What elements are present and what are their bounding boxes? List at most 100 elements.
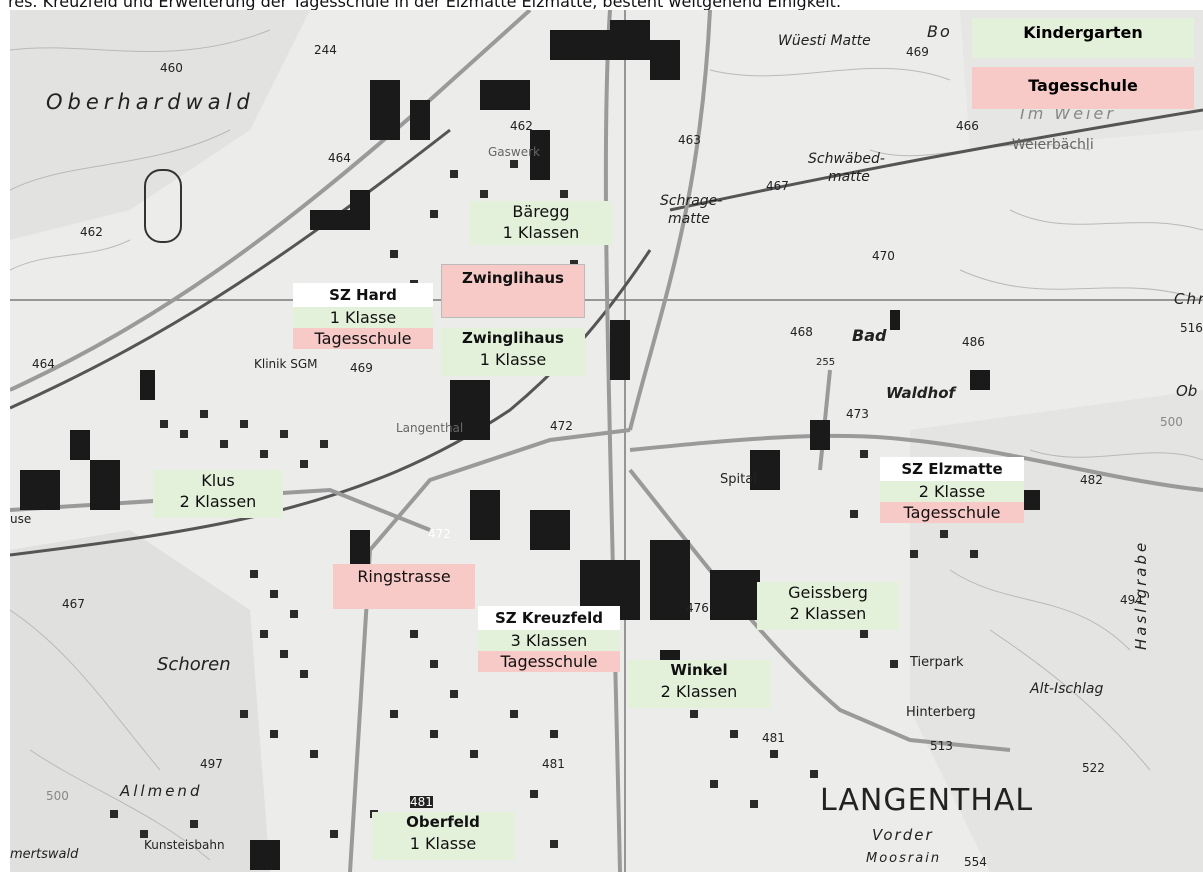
elevation-label: 554 [964,855,987,869]
tagesschule-tag: Tagesschule [880,502,1024,523]
forest-area [10,530,270,872]
school-name: Zwinglihaus [462,329,564,347]
roads [10,10,1203,872]
elevation-label: 466 [956,119,979,133]
elevation-label: 481 [542,757,565,771]
place-chru: Chru [1174,290,1203,308]
elevation-label: 469 [350,361,373,375]
school-winkel: Winkel 2 Klassen [628,660,770,708]
place-hinterberg: Hinterberg [906,705,976,720]
place-gaswerk: Gaswerk [488,145,540,159]
school-oberfeld: Oberfeld 1 Klasse [372,812,514,860]
elevation-label: 467 [766,179,789,193]
place-kunsteisbahn: Kunsteisbahn [144,838,225,852]
elevation-label: 522 [1082,761,1105,775]
tagesschule-tag: Tagesschule [293,328,433,349]
place-klinik: Klinik SGM [254,357,318,371]
school-sz-kreuzfeld: SZ Kreuzfeld 3 Klassen Tagesschule [478,606,620,676]
school-name: Oberfeld [406,813,480,831]
elevation-label: 469 [906,45,929,59]
elevation-label: 472 [550,419,573,433]
school-name: Bäregg [512,202,570,221]
kindergarten-classes: 2 Klassen [179,492,257,511]
school-geissberg: Geissberg 2 Klassen [757,582,899,630]
school-name: Klus [201,471,235,490]
map-canvas: Oberhardwald Wüesti Matte Bo Schwäbed- m… [10,10,1203,872]
elevation-label: 481 [762,731,785,745]
place-waldhof: Waldhof [886,384,956,402]
elevation-label: 255 [816,357,836,368]
kindergarten-classes: 1 Klassen [502,223,580,242]
place-langenthal: LANGENTHAL [820,783,1034,818]
school-klus: Klus 2 Klassen [153,470,283,518]
school-name: Geissberg [788,583,868,602]
contour-lines [10,29,1203,861]
place-moosrain: Moosrain [866,851,942,866]
place-alt-ischlag: Alt-Ischlag [1030,681,1104,697]
place-bad: Bad [852,326,887,345]
elevation-label: 500 [46,789,69,803]
elevation-label: 516 [1180,321,1203,335]
kindergarten-classes: 2 Klassen [789,604,867,623]
place-schwaebed-2: matte [828,169,870,185]
elevation-label: 476 [686,601,709,615]
elevation-label: 500 [1160,415,1183,429]
place-use: use [10,512,32,526]
place-tierpark: Tierpark [910,655,964,670]
school-name: Ringstrasse [357,567,451,586]
elevation-label: 513 [930,739,953,753]
school-name: SZ Kreuzfeld [478,606,620,630]
elevation-label: 486 [962,335,985,349]
school-name: SZ Elzmatte [880,457,1024,481]
school-name: Winkel [670,661,728,679]
place-vorder: Vorder [872,826,934,844]
kindergarten-classes: 1 Klasse [479,350,547,369]
elevation-label: 472 [428,527,451,541]
school-name: SZ Hard [293,283,433,307]
school-zwinglihaus-tagesschule: Zwinglihaus [441,264,585,318]
kindergarten-classes: 3 Klassen [478,630,620,651]
place-wuesti-matte: Wüesti Matte [778,33,871,49]
railway [10,108,1203,557]
elevation-label: 494 [1120,593,1143,607]
school-sz-hard: SZ Hard 1 Klasse Tagesschule [293,283,433,353]
elevation-label: 470 [872,249,895,263]
elevation-label: 497 [200,757,223,771]
school-sz-elzmatte: SZ Elzmatte 2 Klasse Tagesschule [880,457,1024,529]
elevation-label: 468 [790,325,813,339]
kindergarten-classes: 2 Klassen [660,682,738,701]
elevation-label: 244 [314,43,337,57]
elevation-label: 463 [678,133,701,147]
stadium [144,169,182,243]
legend-kindergarten: Kindergarten [972,18,1194,58]
place-oberhardwald: Oberhardwald [46,90,255,114]
kindergarten-classes: 2 Klasse [880,481,1024,502]
school-zwinglihaus-kindergarten: Zwinglihaus 1 Klasse [441,328,585,376]
elevation-label: 460 [160,61,183,75]
place-spital: Spital [720,472,757,487]
place-ob: Ob [1176,382,1198,400]
place-schrage: Schrage- [660,193,723,209]
school-baeregg: Bäregg 1 Klassen [470,201,612,245]
elevation-label: 464 [32,357,55,371]
elevation-label: 473 [846,407,869,421]
kindergarten-classes: 1 Klasse [293,307,433,328]
place-allmend: Allmend [120,782,203,800]
caption-text: res. Kreuzfeld und Erweiterung der Tages… [8,0,842,11]
elevation-label: 464 [328,151,351,165]
place-schwaebed: Schwäbed- [808,151,885,167]
elevation-label: 482 [1080,473,1103,487]
place-weierbaechli: Weierbächli [1012,137,1094,153]
kindergarten-classes: 1 Klasse [409,834,477,853]
place-schrage-2: matte [668,211,710,227]
elevation-label: 462 [510,119,533,133]
place-schoren: Schoren [157,654,231,675]
place-langenthal-station: Langenthal [396,421,464,435]
legend-tagesschule: Tagesschule [972,67,1194,109]
tagesschule-tag: Tagesschule [478,651,620,672]
place-im-weier: Im Weier [1020,104,1116,123]
elevation-label: 462 [80,225,103,239]
forest-area [10,10,310,240]
school-name: Zwinglihaus [462,269,564,287]
